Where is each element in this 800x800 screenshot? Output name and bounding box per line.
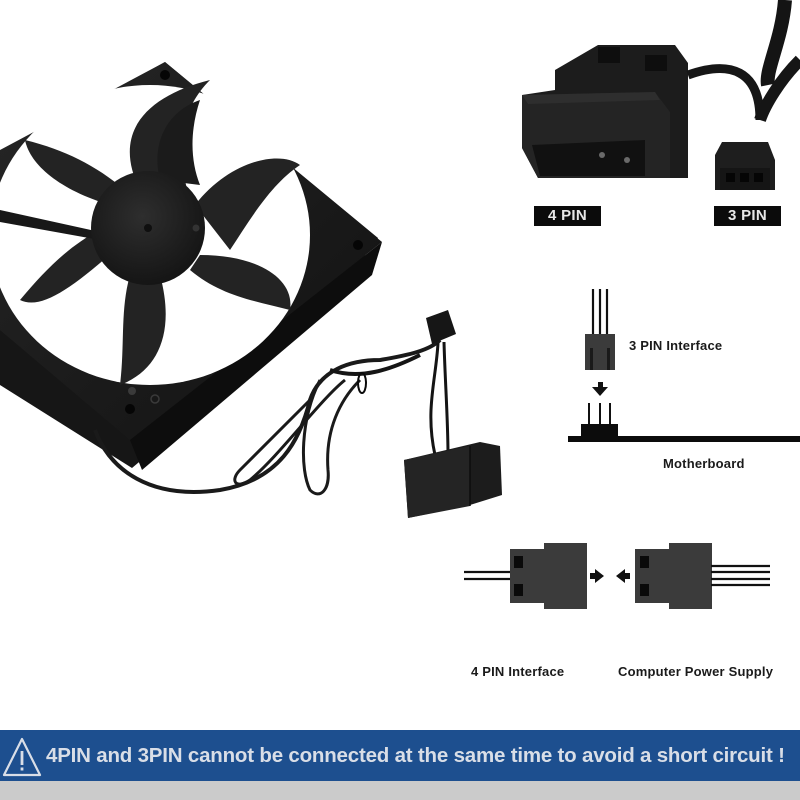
power-supply-connector-shape: [635, 543, 712, 609]
three-pin-wires: [591, 289, 609, 335]
arrow-right-icon: [590, 569, 604, 583]
fan-cable-molex-connector: [404, 442, 502, 518]
four-pin-interface-label: 4 PIN Interface: [471, 664, 565, 679]
connector-photo: [510, 0, 800, 200]
motherboard-line: [568, 436, 800, 442]
motherboard-label: Motherboard: [663, 456, 745, 471]
fan-photo: [0, 0, 520, 520]
motherboard-header-shape: [581, 424, 618, 438]
warning-banner: 4PIN and 3PIN cannot be connected at the…: [0, 730, 800, 781]
three-pin-label: 3 PIN: [714, 206, 781, 226]
three-pin-connector-shape: [585, 334, 615, 370]
fan-icon: [0, 62, 502, 518]
arrow-down-icon: [592, 382, 608, 396]
warning-text: 4PIN and 3PIN cannot be connected at the…: [46, 744, 785, 767]
bottom-strip: [0, 781, 800, 800]
computer-power-supply-label: Computer Power Supply: [618, 664, 774, 679]
fan-cable-3pin-connector: [426, 310, 456, 456]
warning-triangle-icon: [2, 737, 42, 777]
arrow-left-icon: [616, 569, 630, 583]
connector-closeup-icon: [522, 0, 800, 190]
three-pin-interface-label: 3 PIN Interface: [629, 338, 723, 353]
four-pin-interface-shape: [510, 543, 587, 609]
four-pin-label: 4 PIN: [534, 206, 601, 226]
